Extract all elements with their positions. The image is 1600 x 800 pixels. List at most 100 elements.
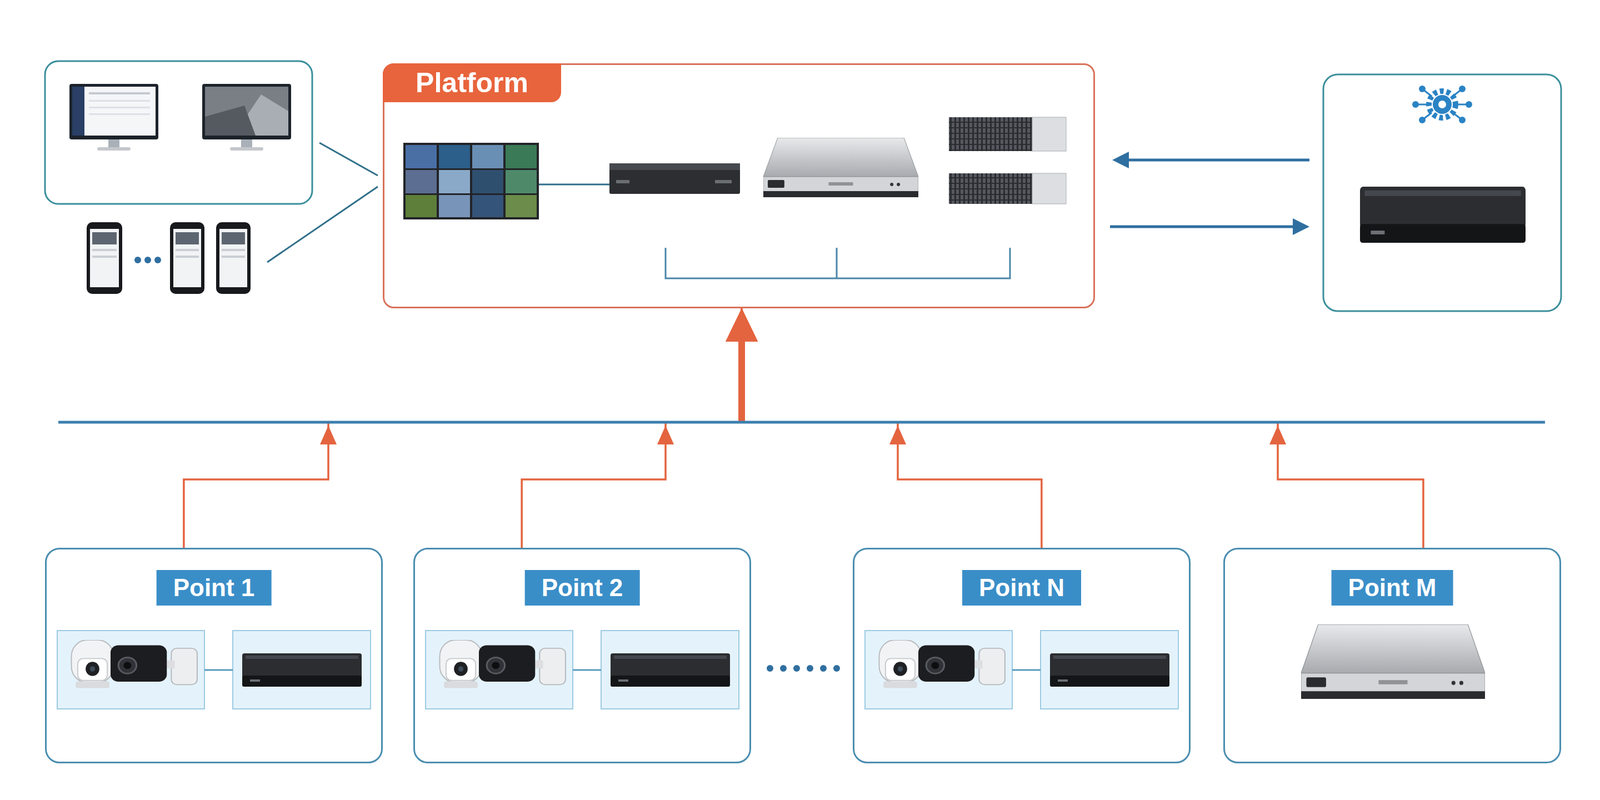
ellipsis-dot (154, 256, 162, 264)
monitor-bezel (69, 83, 159, 140)
site-equipment (425, 630, 739, 709)
monitor-neck (241, 139, 253, 148)
phone-screen (219, 228, 248, 288)
gear-body (1432, 95, 1452, 114)
site-label: Point M (1331, 570, 1454, 606)
icon-node (1458, 85, 1466, 93)
phone-screen (90, 228, 119, 288)
video-tile (505, 145, 537, 169)
monitor-neck (108, 139, 120, 148)
video-tile (472, 170, 504, 194)
ellipsis-dot (144, 256, 152, 264)
bus-arrow-head (889, 425, 907, 445)
phone-video (92, 232, 117, 245)
phone (170, 222, 205, 294)
ellipsis-dot (780, 665, 787, 672)
phone-screen (173, 228, 202, 288)
video-tile (472, 145, 504, 169)
phone-line (221, 255, 245, 258)
screen-line (88, 113, 150, 115)
storage-array (948, 117, 1067, 204)
gear-teeth (1428, 91, 1456, 118)
platform-box: Platform (382, 63, 1095, 309)
icon-node (1418, 85, 1426, 93)
screen-line (88, 92, 150, 95)
uplink-arrow (741, 308, 1042, 548)
ellipsis-dot (793, 665, 800, 672)
monitor-screen (205, 86, 289, 136)
uplink-arrow (183, 308, 742, 548)
bus-arrow-head (320, 425, 337, 445)
bus-arrow-head (657, 425, 674, 445)
uplink-arrow (521, 308, 742, 548)
phone-video (175, 232, 199, 245)
ellipsis-dot (766, 665, 774, 672)
ellipsis-dot (820, 665, 827, 672)
storage-side (1032, 117, 1067, 152)
ellipsis-dot (806, 665, 814, 672)
storage-bays (948, 117, 1033, 152)
client-wire (267, 186, 378, 263)
platform-tab: Platform (382, 63, 562, 103)
phone-body (86, 222, 123, 294)
phone-body (170, 222, 205, 294)
screen-line (88, 100, 150, 102)
video-tile (405, 170, 437, 194)
monitor-screen (72, 86, 156, 136)
phone-line (175, 248, 199, 252)
video-shape (233, 94, 289, 136)
video-wall-frame (403, 142, 539, 220)
video-tile (438, 195, 470, 218)
site-server (1301, 624, 1485, 699)
video-tile (405, 195, 437, 218)
icon-node (1412, 101, 1419, 108)
server (763, 137, 919, 198)
site-label: Point 1 (156, 570, 272, 606)
site-box: Point 1 (45, 547, 383, 764)
phone-line (175, 255, 199, 258)
phone (86, 222, 123, 294)
icon-node (1458, 116, 1466, 124)
monitor-foot (230, 147, 264, 151)
site-label: Point 2 (525, 570, 640, 606)
return-arrow-head (1112, 151, 1129, 169)
monitor (69, 83, 159, 151)
ellipsis-dot (833, 665, 840, 672)
site-equipment (865, 630, 1179, 709)
monitor-bezel (202, 83, 292, 140)
phone-line (92, 255, 117, 258)
storage-side (1032, 173, 1067, 204)
screen-line (88, 106, 150, 109)
wall-link (538, 183, 610, 186)
phone-body (216, 222, 251, 294)
icon-line (1422, 88, 1463, 120)
ellipsis-dot (134, 256, 142, 264)
gear-network-icon (1412, 85, 1473, 124)
site-box: Point M (1223, 547, 1562, 764)
site-box: Point 2 (413, 547, 752, 764)
uplink-arrow (741, 308, 1424, 548)
storage-bays (948, 173, 1033, 204)
network-bus (58, 421, 1545, 424)
video-tile (505, 195, 537, 218)
phone-video (221, 232, 245, 245)
video-tile (438, 145, 470, 169)
send-arrow-line (1110, 225, 1295, 229)
icon-line (1422, 88, 1463, 120)
video-tile (472, 195, 504, 218)
client-box (45, 61, 313, 204)
icon-node (1418, 116, 1426, 124)
client-wire (319, 142, 378, 176)
icon-node (1465, 101, 1473, 108)
phone (216, 222, 251, 294)
phone-line (221, 248, 245, 252)
site-equipment (57, 630, 371, 709)
phone-line (92, 248, 117, 252)
bus-arrow-head (1269, 425, 1287, 445)
analytics-box (1323, 74, 1562, 312)
monitor-sidebar (72, 86, 85, 136)
video-tile (405, 145, 437, 169)
video-tile (438, 170, 470, 194)
site-box: Point N (852, 547, 1191, 764)
monitor (202, 83, 292, 151)
